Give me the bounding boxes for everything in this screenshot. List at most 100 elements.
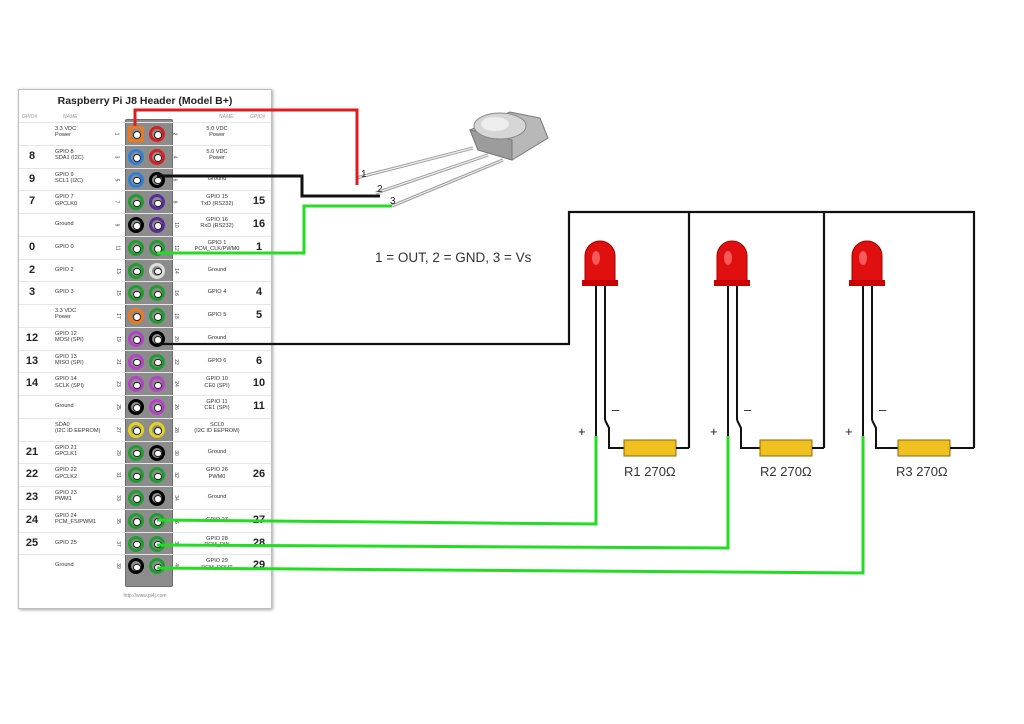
pin-19[interactable] (128, 330, 144, 347)
pin-11[interactable] (128, 239, 144, 256)
gpio-number-left: 13 (25, 354, 39, 367)
pin-37[interactable] (128, 535, 144, 552)
pin-name-right: GPIO 4 (207, 289, 227, 296)
sensor-lead-2-label: 2 (377, 184, 383, 195)
wire-gpio28-led2 (156, 436, 730, 550)
pin-2[interactable] (149, 126, 165, 142)
pin-29[interactable] (128, 444, 144, 461)
resistor-2-label: R2 270Ω (760, 464, 812, 479)
pin-name-left: GPIO 25 (55, 539, 77, 546)
pin-35[interactable] (128, 512, 144, 529)
wire-vs-red (133, 108, 359, 185)
pin-9[interactable] (128, 217, 144, 233)
led-1-plus: + (578, 424, 586, 439)
pin-34[interactable] (149, 490, 165, 506)
ir-receiver-sensor (355, 111, 549, 208)
led-2 (714, 240, 824, 457)
gpio-number-right: 16 (252, 218, 266, 230)
led-2-plus: + (710, 424, 718, 439)
wire-gpio29-led3 (156, 436, 865, 575)
pin-4[interactable] (149, 148, 165, 165)
gpio-number-right: 6 (255, 354, 263, 367)
pin-18[interactable] (149, 308, 165, 324)
gpio-number-left: 25 (25, 536, 39, 549)
gpio-number-left: 3 (28, 286, 36, 299)
gpio-number-right: 15 (252, 195, 266, 208)
pin-26[interactable] (149, 399, 165, 415)
pin-5[interactable] (128, 171, 144, 188)
pin-name-left: Ground (55, 403, 74, 409)
pin-name-right: GPIO 6 (207, 357, 227, 364)
pin-7[interactable] (128, 194, 144, 211)
pin-3[interactable] (128, 148, 144, 165)
pin-1[interactable] (128, 126, 144, 142)
gpio-number-left: 9 (28, 172, 36, 185)
gpio-number-right: 4 (255, 286, 263, 299)
pin-17[interactable] (128, 308, 144, 324)
col-name-left: NAME (63, 114, 78, 120)
pin-28[interactable] (149, 421, 165, 438)
pin-31[interactable] (128, 467, 144, 484)
col-name-right: NAME (219, 114, 234, 120)
pin-24[interactable] (149, 376, 165, 393)
led-3-minus: – (879, 402, 887, 417)
gpio-number-left: 7 (28, 195, 36, 208)
resistor-3-label: R3 270Ω (896, 464, 948, 479)
pin-32[interactable] (149, 467, 165, 484)
pin-22[interactable] (149, 353, 165, 370)
gpio-number-right: 26 (252, 468, 266, 481)
header-title: Raspberry Pi J8 Header (Model B+) (57, 95, 233, 107)
pin-14[interactable] (149, 262, 165, 279)
pin-name-right: Ground (207, 494, 227, 500)
led-3-plus: + (845, 424, 853, 439)
col-gpio-left: GPIO# (22, 114, 38, 120)
pin-8[interactable] (149, 194, 165, 211)
pin-10[interactable] (149, 217, 165, 233)
pin-13[interactable] (128, 262, 144, 279)
pin-23[interactable] (128, 376, 144, 393)
gpio-number-right: 11 (253, 400, 265, 412)
pin-name-right: GPIO 5 (207, 312, 227, 318)
led-1 (582, 240, 689, 457)
pin-39[interactable] (128, 558, 144, 575)
pin-16[interactable] (149, 285, 165, 302)
pin-27[interactable] (128, 421, 144, 438)
gpio-number-left: 24 (25, 513, 39, 526)
pin-name-right: Ground (207, 334, 227, 341)
led-2-minus: – (744, 402, 752, 417)
pin-21[interactable] (128, 353, 144, 370)
pin-name-left: Ground (55, 562, 74, 569)
pin-25[interactable] (128, 399, 144, 415)
col-gpio-right: GPIO# (250, 114, 266, 120)
led-3 (849, 240, 974, 457)
pin-name-left: GPIO 2 (55, 266, 74, 273)
pin-33[interactable] (128, 490, 144, 506)
pin-30[interactable] (149, 444, 165, 461)
wire-gpio27-led1 (156, 436, 598, 526)
pin-15[interactable] (128, 285, 144, 302)
pin-name-left: SDA0(I2C ID EEPROM) (55, 421, 101, 435)
